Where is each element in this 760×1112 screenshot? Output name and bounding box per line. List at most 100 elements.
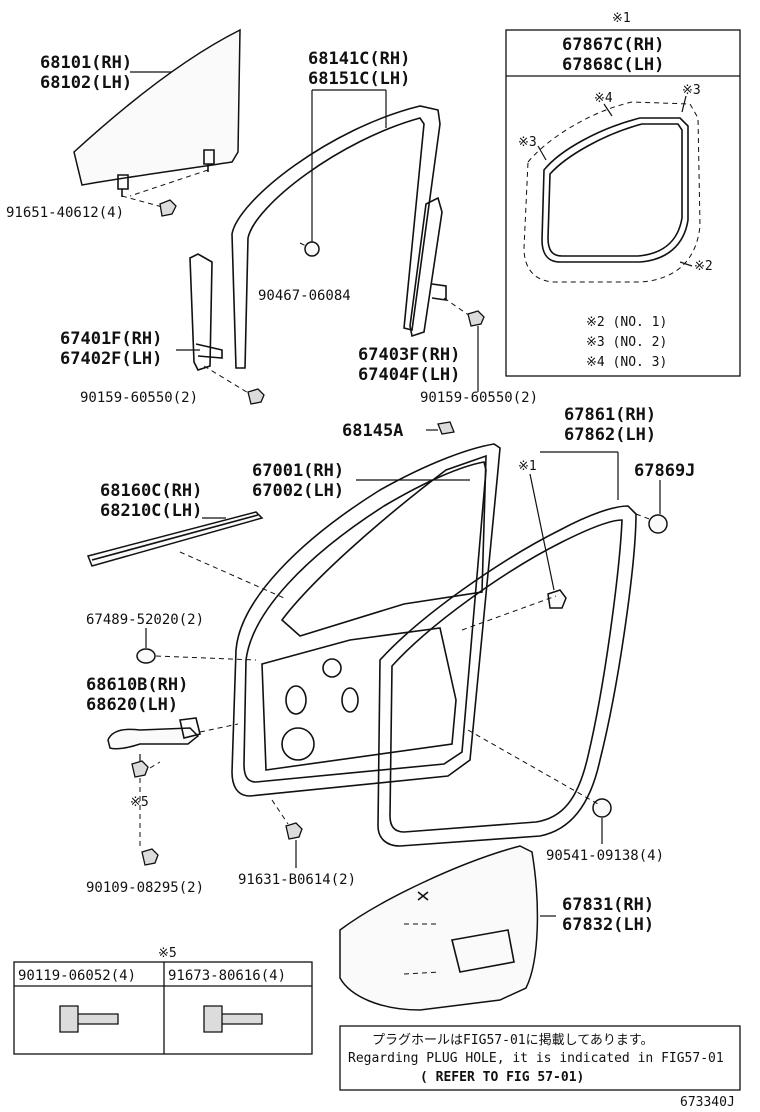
glass-bracket-right [203, 149, 215, 172]
label-67867c: 67867C(RH) [562, 35, 664, 55]
door-trim-armrest [451, 929, 515, 973]
label-67868c: 67868C(LH) [562, 55, 664, 75]
door-check-bracket [179, 717, 201, 739]
door-weatherstrip-part [377, 505, 637, 847]
door-hole-1 [285, 685, 307, 715]
label-91631: 91631-B0614(2) [238, 872, 356, 888]
door-check-dash [199, 723, 239, 733]
door-trim-group [339, 845, 556, 1011]
belt-moulding-line [91, 514, 259, 561]
note-box [339, 1025, 741, 1091]
clip-90467-dash [299, 242, 309, 248]
label-67001: 67001(RH) [252, 461, 344, 481]
clip-mark1-dash [461, 595, 557, 631]
rear-sash-bracket [431, 283, 447, 301]
fastener-col2: 91673-80616(4) [168, 968, 286, 984]
bolt-90119-icon [59, 1005, 119, 1033]
fastener-table-mark5: ※5 [158, 946, 177, 961]
bolt-90159b-icon [467, 310, 485, 327]
label-68102: 68102(LH) [40, 73, 132, 93]
note-jp: プラグホールはFIG57-01に掲載してあります。 [372, 1032, 654, 1048]
leader-mark1-door [529, 473, 555, 591]
label-67403f: 67403F(RH) [358, 345, 460, 365]
label-90467: 90467-06084 [258, 288, 351, 304]
fastener-col1: 90119-06052(4) [18, 968, 136, 984]
inset-legend-4: ※4 (NO. 3) [586, 355, 667, 370]
leader-mark3a [537, 145, 547, 161]
leader-mark3b [681, 95, 687, 113]
glass-bolt-dash [121, 169, 209, 209]
bolt-91631-group [271, 799, 303, 868]
door-inner-panel [261, 627, 457, 771]
note-refer: ( REFER TO FIG 57-01) [420, 1070, 584, 1085]
label-67002: 67002(LH) [252, 481, 344, 501]
run-channel-group [231, 89, 441, 369]
plug-67489-group [136, 628, 257, 664]
label-68101: 68101(RH) [40, 53, 132, 73]
label-68141c: 68141C(RH) [308, 49, 410, 69]
clip-68145a-icon [437, 421, 455, 435]
clip-90541-group [467, 729, 612, 844]
door-check-part [107, 727, 200, 750]
inset-mark3b: ※3 [682, 83, 701, 98]
rear-sash-dash [443, 297, 471, 317]
bolt-91631-dash [271, 799, 289, 825]
label-mark1-door: ※1 [518, 459, 537, 474]
bolt-door-check-icon [131, 760, 149, 778]
rear-sash-part [409, 196, 443, 338]
label-67401f: 67401F(RH) [60, 329, 162, 349]
clip-90467-icon [304, 241, 320, 257]
label-90109: 90109-08295(2) [86, 880, 204, 896]
label-67831: 67831(RH) [562, 895, 654, 915]
front-sash-bracket [195, 343, 223, 359]
label-91651: 91651-40612(4) [6, 205, 124, 221]
glass-bracket-left [117, 174, 129, 197]
label-67402f: 67402F(LH) [60, 349, 162, 369]
door-trim-panel-part [339, 845, 539, 1011]
inset-mark4: ※4 [594, 91, 613, 106]
label-90541: 90541-09138(4) [546, 848, 664, 864]
bolt-90159a-icon [247, 388, 265, 405]
door-speaker-hole [281, 727, 315, 761]
inset-legend-2: ※2 (NO. 1) [586, 315, 667, 330]
bolt-91631-icon [285, 822, 303, 840]
inset-mark1: ※1 [612, 11, 631, 26]
bolt-90109-icon [141, 848, 159, 866]
inset-mark3a: ※3 [518, 135, 537, 150]
leader-mark4 [603, 103, 613, 117]
label-67832: 67832(LH) [562, 915, 654, 935]
clip-67869j-icon [648, 514, 668, 534]
label-67861: 67861(RH) [564, 405, 656, 425]
plug-67489-dash [155, 655, 257, 661]
door-weatherstrip-group [377, 451, 668, 847]
bolt-91673-icon [203, 1005, 263, 1033]
door-check-group [107, 717, 239, 866]
door-hole-3 [322, 658, 342, 678]
leader-mark2 [679, 261, 693, 267]
door-check-dash-2 [149, 761, 161, 769]
door-glass-part [73, 28, 241, 186]
inset-weatherstrip-part [541, 117, 689, 263]
label-67489: 67489-52020(2) [86, 612, 204, 628]
door-inner-frame [243, 461, 487, 783]
inset-dashed-outline [523, 101, 701, 283]
clip-90541-dash [467, 729, 599, 805]
inset-legend-3: ※3 (NO. 2) [586, 335, 667, 350]
plug-67489-icon [136, 648, 156, 664]
label-68151c: 68151C(LH) [308, 69, 410, 89]
inset-weatherstrip-box [505, 29, 741, 377]
label-67869j: 67869J [634, 461, 695, 481]
label-68160c: 68160C(RH) [100, 481, 202, 501]
door-window-opening [280, 454, 487, 637]
door-hole-2 [341, 687, 359, 713]
label-67862: 67862(LH) [564, 425, 656, 445]
clip-mark1-icon [547, 589, 567, 609]
inset-frame [505, 29, 741, 377]
figure-id: 673340J [680, 1095, 735, 1110]
door-outer-frame [231, 443, 501, 797]
bolt-91651-icon [159, 199, 177, 217]
label-90159b: 90159-60550(2) [420, 390, 538, 406]
door-glass-group [73, 28, 241, 217]
label-90159a: 90159-60550(2) [80, 390, 198, 406]
